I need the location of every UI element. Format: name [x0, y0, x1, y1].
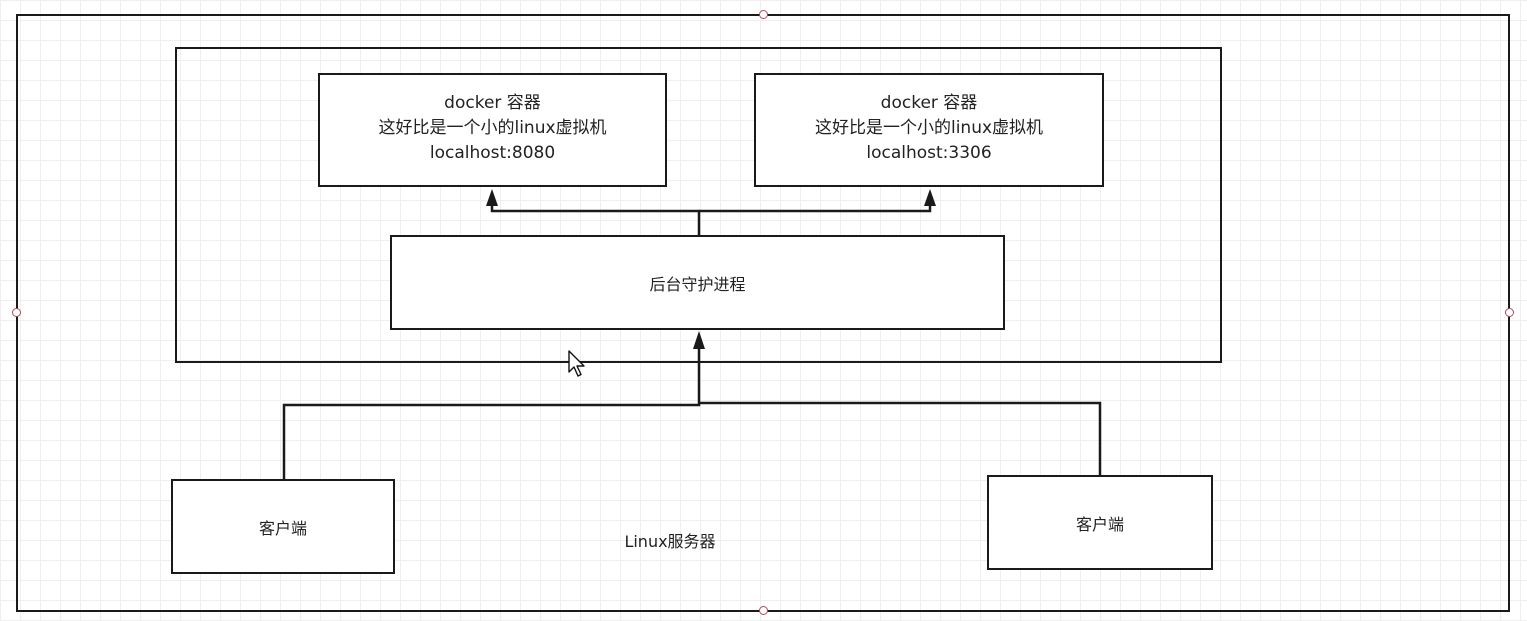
container-title: docker 容器 [444, 92, 541, 113]
resize-handle-top[interactable] [759, 10, 768, 19]
container-title: docker 容器 [880, 92, 978, 113]
container-address: localhost:8080 [429, 142, 556, 163]
edge-daemon-to-container-left[interactable] [490, 204, 701, 235]
resize-handle-left[interactable] [12, 308, 21, 317]
docker-container-3306[interactable]: docker 容器 这好比是一个小的linux虚拟机 localhost:330… [754, 73, 1104, 187]
edge-client-right-to-daemon[interactable] [699, 401, 1102, 475]
container-description: 这好比是一个小的linux虚拟机 [378, 117, 607, 138]
daemon-process-box[interactable]: 后台守护进程 [390, 235, 1005, 330]
mouse-pointer-icon [568, 350, 585, 377]
resize-handle-right[interactable] [1505, 308, 1514, 317]
container-address: localhost:3306 [866, 142, 992, 163]
docker-container-8080[interactable]: docker 容器 这好比是一个小的linux虚拟机 localhost:808… [318, 73, 667, 187]
client-label: 客户端 [258, 518, 307, 538]
arrowhead-icon [693, 331, 705, 349]
client-label: 客户端 [1075, 514, 1124, 534]
daemon-label: 后台守护进程 [649, 274, 746, 294]
resize-handle-bottom[interactable] [759, 606, 768, 615]
server-label: Linux服务器 [624, 532, 716, 551]
edge-daemon-to-container-right[interactable] [699, 204, 932, 213]
arrowhead-icon [486, 189, 498, 206]
client-box-right[interactable]: 客户端 [987, 475, 1213, 570]
client-box-left[interactable]: 客户端 [171, 479, 395, 574]
edge-client-left-to-daemon[interactable] [282, 348, 701, 479]
container-description: 这好比是一个小的linux虚拟机 [814, 117, 1044, 138]
arrowhead-icon [924, 189, 936, 206]
